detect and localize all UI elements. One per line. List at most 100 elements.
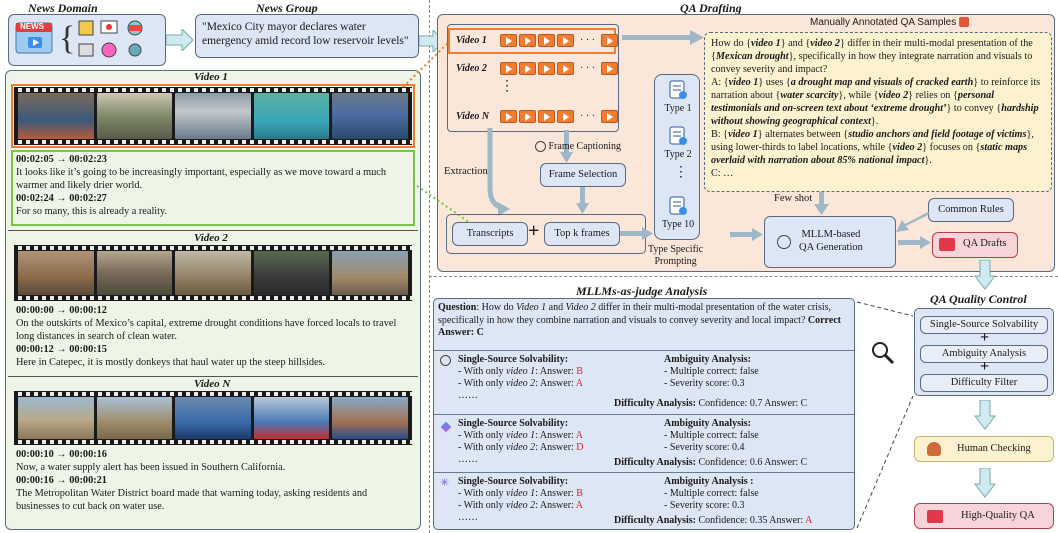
magnifier-icon — [872, 342, 895, 365]
arrow-to-frame-selection — [560, 130, 573, 163]
video1-green-frame — [11, 150, 415, 226]
filter-difficulty: Difficulty Filter — [920, 374, 1048, 392]
frame-icon — [601, 110, 618, 123]
video2-title: Video 2 — [194, 232, 228, 244]
news-group-box: "Mexico City mayor declares water emerge… — [195, 14, 419, 58]
arrow-few-shot — [814, 192, 829, 215]
video1-title: Video 1 — [194, 71, 228, 83]
model1-v2-answer: A — [575, 378, 583, 389]
drafting-row-video1: Video 1 — [456, 35, 487, 46]
model2-solvability: Single-Source Solvability: - With only v… — [458, 418, 658, 466]
video1-frame-strip: · · · — [500, 34, 618, 47]
videoN-frame-1 — [18, 397, 94, 439]
model2-diff-label: Difficulty Analysis: — [614, 457, 696, 468]
model3-difficulty: Difficulty Analysis: Confidence: 0.35 An… — [614, 515, 854, 527]
brace-icon: { — [59, 20, 76, 57]
news-logo-text: NEWS — [20, 22, 44, 31]
type1-label: Type 1 — [664, 103, 692, 114]
qa-drafting-title: QA Drafting — [680, 1, 742, 15]
frame-captioning-row: Frame Captioning — [535, 141, 621, 153]
row-divider — [434, 414, 854, 415]
gpt-icon — [440, 355, 451, 366]
vdots-types: ⋮ — [674, 165, 688, 180]
common-rules-label: Common Rules — [938, 204, 1004, 215]
model1-diff-answer: C — [800, 398, 808, 409]
arrow-human-to-final — [974, 468, 996, 498]
model2-v2-answer: D — [576, 442, 584, 453]
model2-dots: …… — [458, 454, 478, 465]
arrow-to-types — [620, 227, 653, 240]
model2-v1-prefix: - With only — [458, 430, 507, 441]
video1-filmstrip — [14, 87, 412, 145]
type2-group: Type 2 — [662, 126, 694, 160]
video1-orange-frame — [11, 84, 415, 148]
human-checking-box: Human Checking — [914, 436, 1054, 462]
model1-severity: - Severity score: 0.3 — [664, 378, 745, 389]
frame-icon — [557, 62, 574, 75]
video1-frame-1 — [18, 93, 94, 139]
video-icon — [927, 510, 943, 523]
news-group-title: News Group — [256, 1, 318, 15]
video-rows-bracket — [447, 24, 619, 132]
frame-icon — [519, 110, 536, 123]
model1-v2-prefix: - With only — [458, 378, 507, 389]
model2-ss-title: Single-Source Solvability: — [458, 418, 569, 429]
arrow-rules-to-mllm — [896, 212, 930, 232]
arrow-domain-to-group — [166, 29, 194, 51]
model3-amb-title: Ambiguity Analysis : — [664, 476, 754, 487]
video2-frame-4 — [253, 251, 330, 295]
frame-selection-label: Frame Selection — [548, 169, 618, 180]
judge-connectors — [856, 301, 914, 529]
model2-v1-suffix: : Answer: — [535, 430, 576, 441]
transcripts-box: Transcripts — [452, 222, 528, 246]
frame-icon — [519, 62, 536, 75]
model1-v2-video: video 2 — [506, 378, 536, 389]
plus-sign: + — [980, 329, 990, 346]
model1-diff-conf: Confidence: 0.7 Answer: — [695, 398, 801, 409]
frame-icon — [538, 62, 555, 75]
mllm-generation-box: MLLM-based QA Generation — [764, 216, 896, 268]
news-domain-title: News Domain — [28, 1, 98, 15]
filter-ambiguity-label: Ambiguity Analysis — [941, 348, 1027, 359]
vdots-videos: ⋮ — [500, 79, 514, 94]
video1-seg1-text: It looks like it’s going to be increasin… — [16, 167, 387, 191]
arrow-to-topk — [576, 187, 589, 214]
judge-question-text: : How do Video 1 and Video 2 differ in t… — [438, 302, 832, 326]
drafting-row-videoN: Video N — [456, 111, 490, 122]
videoN-title: Video N — [194, 378, 231, 390]
arrow-rows-to-samples — [622, 30, 704, 45]
row-divider — [434, 350, 854, 351]
video2-seg2-text: Here in Catepec, it is mostly donkeys th… — [16, 357, 326, 368]
news-headline: "Mexico City mayor declares water emerge… — [202, 21, 409, 47]
high-quality-label: High-Quality QA — [961, 510, 1035, 521]
video2-frame-strip: · · · — [500, 62, 618, 75]
videoN-seg2-time: 00:00:16 → 00:00:21 — [16, 475, 107, 486]
judge-question-label: Question — [438, 302, 477, 313]
annotator-icon — [958, 17, 969, 28]
correct-answer-label: Correct Answer — [438, 314, 842, 339]
sample-option-a: A: {video 1} uses {a drought map and vis… — [711, 77, 1041, 127]
correct-answer-value: C — [476, 327, 484, 338]
model1-diff-label: Difficulty Analysis: — [614, 398, 696, 409]
video-icon — [939, 238, 955, 251]
videoN-seg2-text: The Metropolitan Water District board ma… — [16, 488, 368, 512]
drafting-row-video2: Video 2 — [456, 63, 487, 74]
video2-frame-2 — [96, 251, 173, 295]
model2-diff-conf: Confidence: 0.6 Answer: — [695, 457, 801, 468]
frame-icon — [500, 34, 517, 47]
video1-seg1-time: 00:02:05 → 00:02:23 — [16, 154, 107, 165]
type1-group: Type 1 — [662, 80, 694, 114]
common-rules-box: Common Rules — [928, 198, 1014, 222]
human-checking-label: Human Checking — [957, 443, 1031, 454]
model2-v2-prefix: - With only — [458, 442, 507, 453]
model3-v2-suffix: : Answer: — [535, 500, 576, 511]
frame-icon — [557, 34, 574, 47]
mllm-generation-label: MLLM-based QA Generation — [799, 229, 863, 253]
types-box — [654, 74, 700, 240]
video1-frame-5 — [332, 93, 408, 139]
sample-question: How do {video 1} and {video 2} differ in… — [711, 38, 1033, 75]
model1-ss-title: Single-Source Solvability: — [458, 354, 569, 365]
frame-icon — [538, 34, 555, 47]
qa-drafts-box: QA Drafts — [932, 232, 1018, 258]
high-quality-box: High-Quality QA — [914, 503, 1054, 529]
